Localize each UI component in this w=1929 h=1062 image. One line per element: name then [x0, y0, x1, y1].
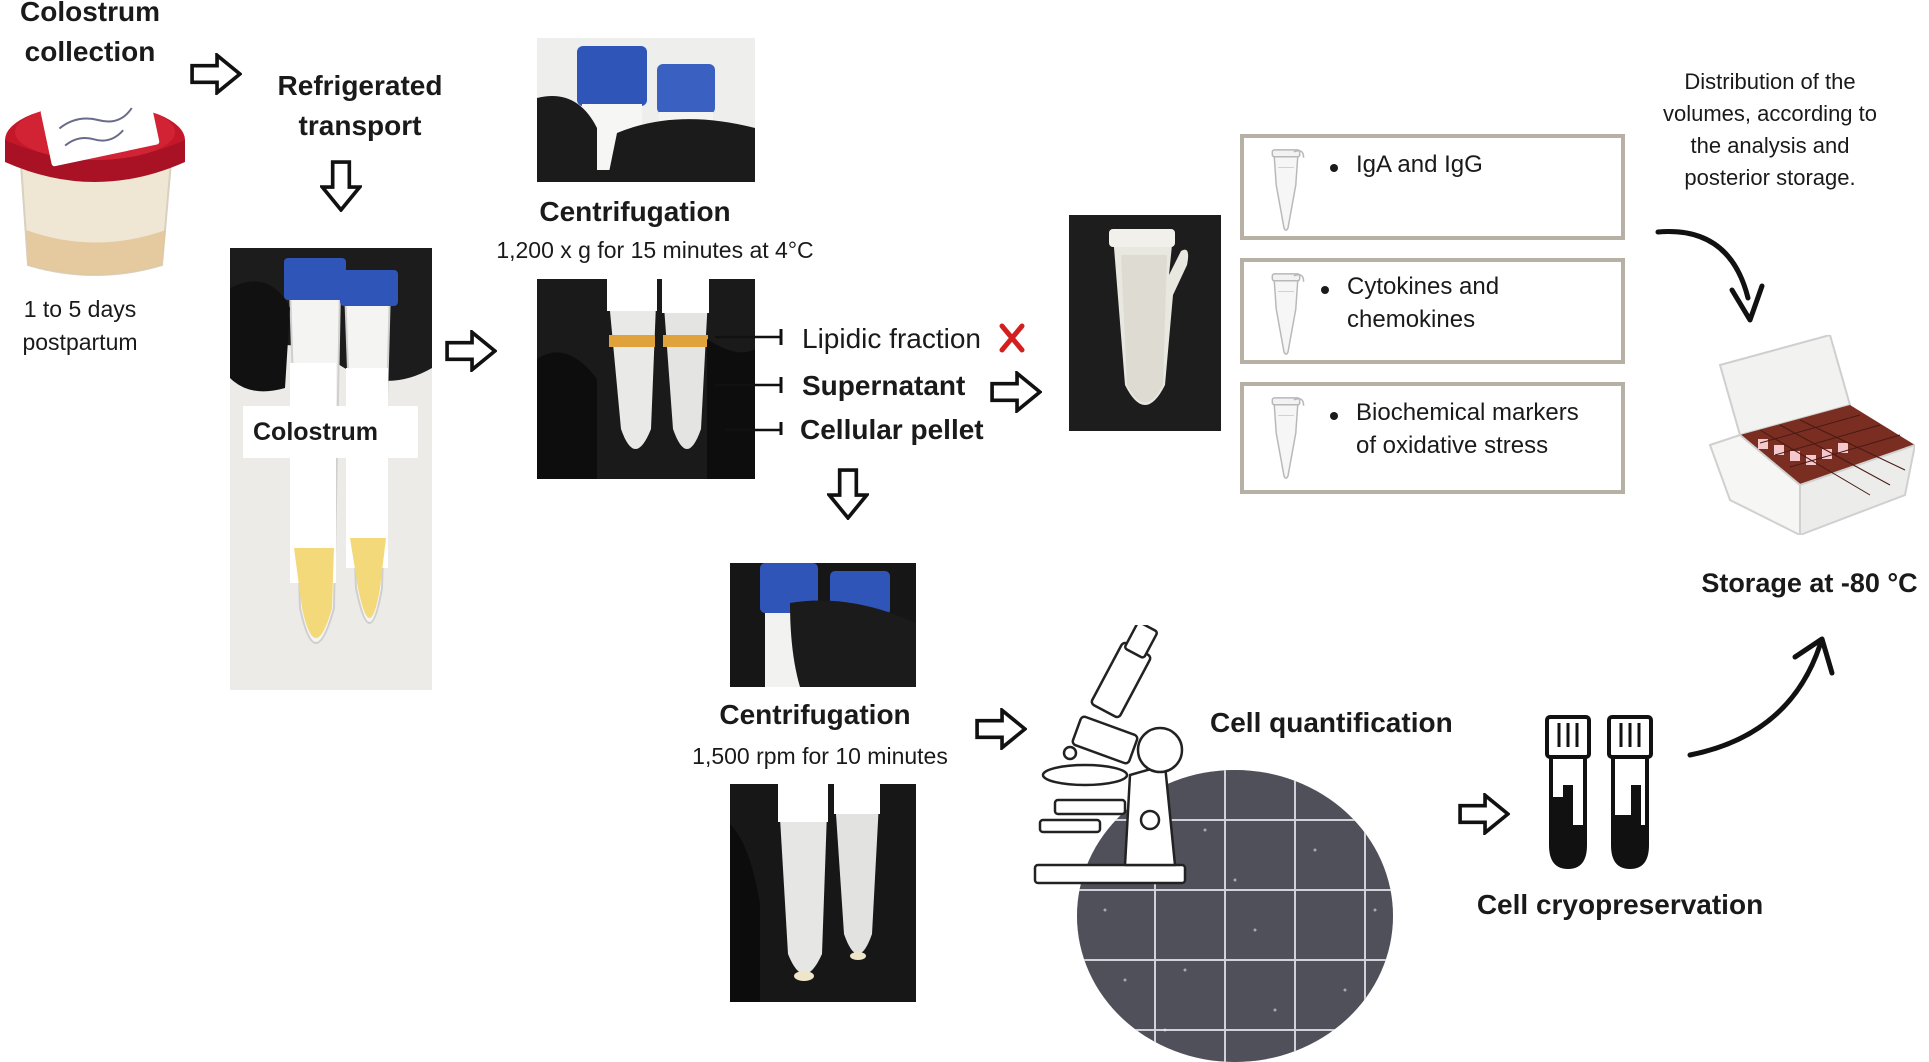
centrifugation-photo-1 [537, 38, 755, 182]
hollow-arrow-icon [990, 371, 1042, 413]
analysis-line: Biochemical markers [1356, 399, 1579, 426]
colostrum-tube-label: Colostrum [243, 406, 418, 458]
hollow-arrow-icon [827, 468, 869, 520]
red-x-icon [999, 323, 1025, 353]
analysis-line: chemokines [1347, 306, 1476, 333]
hollow-arrow-icon [1458, 793, 1510, 835]
cryovials-icon [1545, 715, 1655, 870]
cell-cryopreservation-label: Cell cryopreservation [1476, 889, 1764, 920]
hollow-arrow-icon [975, 708, 1027, 750]
cell-quantification-label: Cell quantification [1210, 707, 1453, 738]
storage-label: Storage at -80 °C [1701, 568, 1918, 598]
storage-box-image [1700, 335, 1915, 535]
cellular-pellet-label: Cellular pellet [800, 414, 984, 445]
bullet-dot [1330, 412, 1338, 420]
centrifugation-2-detail: 1,500 rpm for 10 minutes [692, 743, 948, 769]
centrifugation-2-title: Centrifugation [719, 699, 911, 730]
distribution-note: Distribution of the volumes, according t… [1663, 69, 1877, 190]
colostrum-tubes-photo: Colostrum [230, 248, 432, 690]
postpartum-label: 1 to 5 days postpartum [22, 296, 138, 355]
hollow-arrow-icon [320, 160, 362, 212]
eppendorf-tube-icon [1266, 146, 1306, 234]
centrifugation-1-detail: 1,200 x g for 15 minutes at 4°C [496, 237, 814, 263]
pellet-tubes-photo [730, 784, 916, 1002]
hollow-arrow-icon [445, 330, 497, 372]
microscope-icon [1025, 625, 1200, 890]
collection-jar-image [0, 80, 190, 290]
lipidic-fraction-label: Lipidic fraction [802, 323, 981, 354]
refrigerated-transport-label: Refrigerated transport [277, 70, 443, 141]
supernatant-label: Supernatant [802, 370, 966, 401]
analysis-box-1: IgA and IgG [1240, 134, 1625, 240]
colostrum-collection-label: Colostrum collection [20, 0, 160, 67]
hollow-arrow-icon [190, 53, 242, 95]
curved-arrow-icon [1655, 229, 1765, 323]
analysis-line: of oxidative stress [1356, 432, 1549, 459]
analysis-line: Cytokines and [1347, 273, 1500, 300]
analysis-box-3: Biochemical markers of oxidative stress [1240, 382, 1625, 494]
eppendorf-tube-icon [1266, 270, 1306, 358]
separated-fractions-photo [537, 279, 755, 479]
centrifugation-photo-2 [730, 563, 916, 687]
bullet-dot [1330, 164, 1338, 172]
centrifugation-1-title: Centrifugation [539, 196, 731, 227]
aliquot-tube-photo [1069, 215, 1221, 431]
bullet-dot [1321, 286, 1329, 294]
curved-arrow-icon [1687, 636, 1835, 758]
analysis-line: IgA and IgG [1356, 151, 1483, 178]
eppendorf-tube-icon [1266, 394, 1306, 482]
analysis-box-2: Cytokines and chemokines [1240, 258, 1625, 364]
fraction-pointer-lines [715, 329, 783, 435]
